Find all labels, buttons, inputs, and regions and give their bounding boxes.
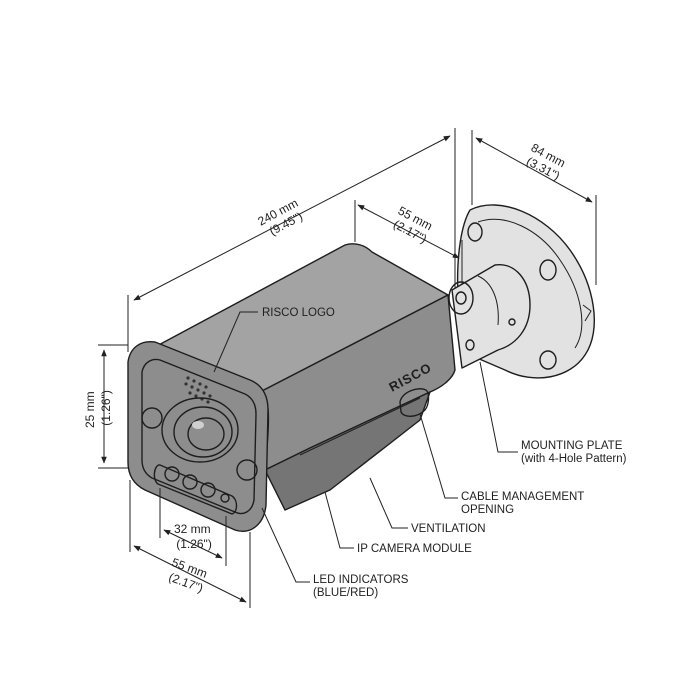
- light-sensor-right: [236, 459, 258, 481]
- dim-height-mm: 25 mm: [83, 391, 97, 428]
- callout-cable-opening: CABLE MANAGEMENT OPENING: [419, 413, 584, 516]
- lens: [161, 397, 239, 463]
- label-ventilation: VENTILATION: [411, 523, 486, 535]
- cable-opening: [399, 388, 430, 417]
- mount-hole-bottom-right: [539, 350, 557, 370]
- label-cable-2: OPENING: [461, 504, 514, 516]
- camera-body: RISCO: [127, 243, 456, 532]
- dim-height-in: (1.26"): [99, 390, 113, 426]
- svg-text:32 mm (1.26"): 32 mm (1.26"): [174, 522, 214, 551]
- svg-text:240 mm (9.45"): 240 mm (9.45"): [255, 194, 309, 241]
- label-mounting-plate-2: (with 4-Hole Pattern): [521, 453, 627, 465]
- svg-text:84 mm (3.31"): 84 mm (3.31"): [522, 141, 570, 185]
- label-ip-module: IP CAMERA MODULE: [357, 543, 472, 555]
- svg-text:55 mm (2.17"): 55 mm (2.17"): [389, 204, 437, 248]
- dim-lens-mm: 32 mm: [174, 522, 211, 536]
- svg-text:55 mm (2.17"): 55 mm (2.17"): [165, 555, 213, 596]
- light-sensor-left: [141, 407, 163, 429]
- svg-text:25 mm (1.26"): 25 mm (1.26"): [83, 388, 113, 428]
- label-cable-1: CABLE MANAGEMENT: [461, 491, 584, 503]
- callout-mounting-plate: MOUNTING PLATE (with 4-Hole Pattern): [479, 361, 627, 465]
- dim-height: 25 mm (1.26"): [83, 344, 128, 469]
- label-led-2: (BLUE/RED): [313, 587, 378, 599]
- mount-hole-top-right: [539, 259, 557, 281]
- led-indicator-array: [153, 464, 238, 515]
- label-mounting-plate-1: MOUNTING PLATE: [521, 440, 623, 452]
- callout-ventilation: VENTILATION: [369, 477, 486, 535]
- mount-hole-top-left: [467, 222, 483, 242]
- label-led-1: LED INDICATORS: [313, 574, 409, 586]
- callout-risco-logo: RISCO LOGO: [213, 307, 335, 373]
- dim-width: 55 mm (2.17"): [129, 480, 251, 608]
- dim-lens-in: (1.26"): [176, 537, 212, 551]
- label-risco-logo: RISCO LOGO: [262, 307, 335, 319]
- callout-led-indicators: LED INDICATORS (BLUE/RED): [261, 507, 409, 599]
- callout-ip-module: IP CAMERA MODULE: [324, 491, 472, 555]
